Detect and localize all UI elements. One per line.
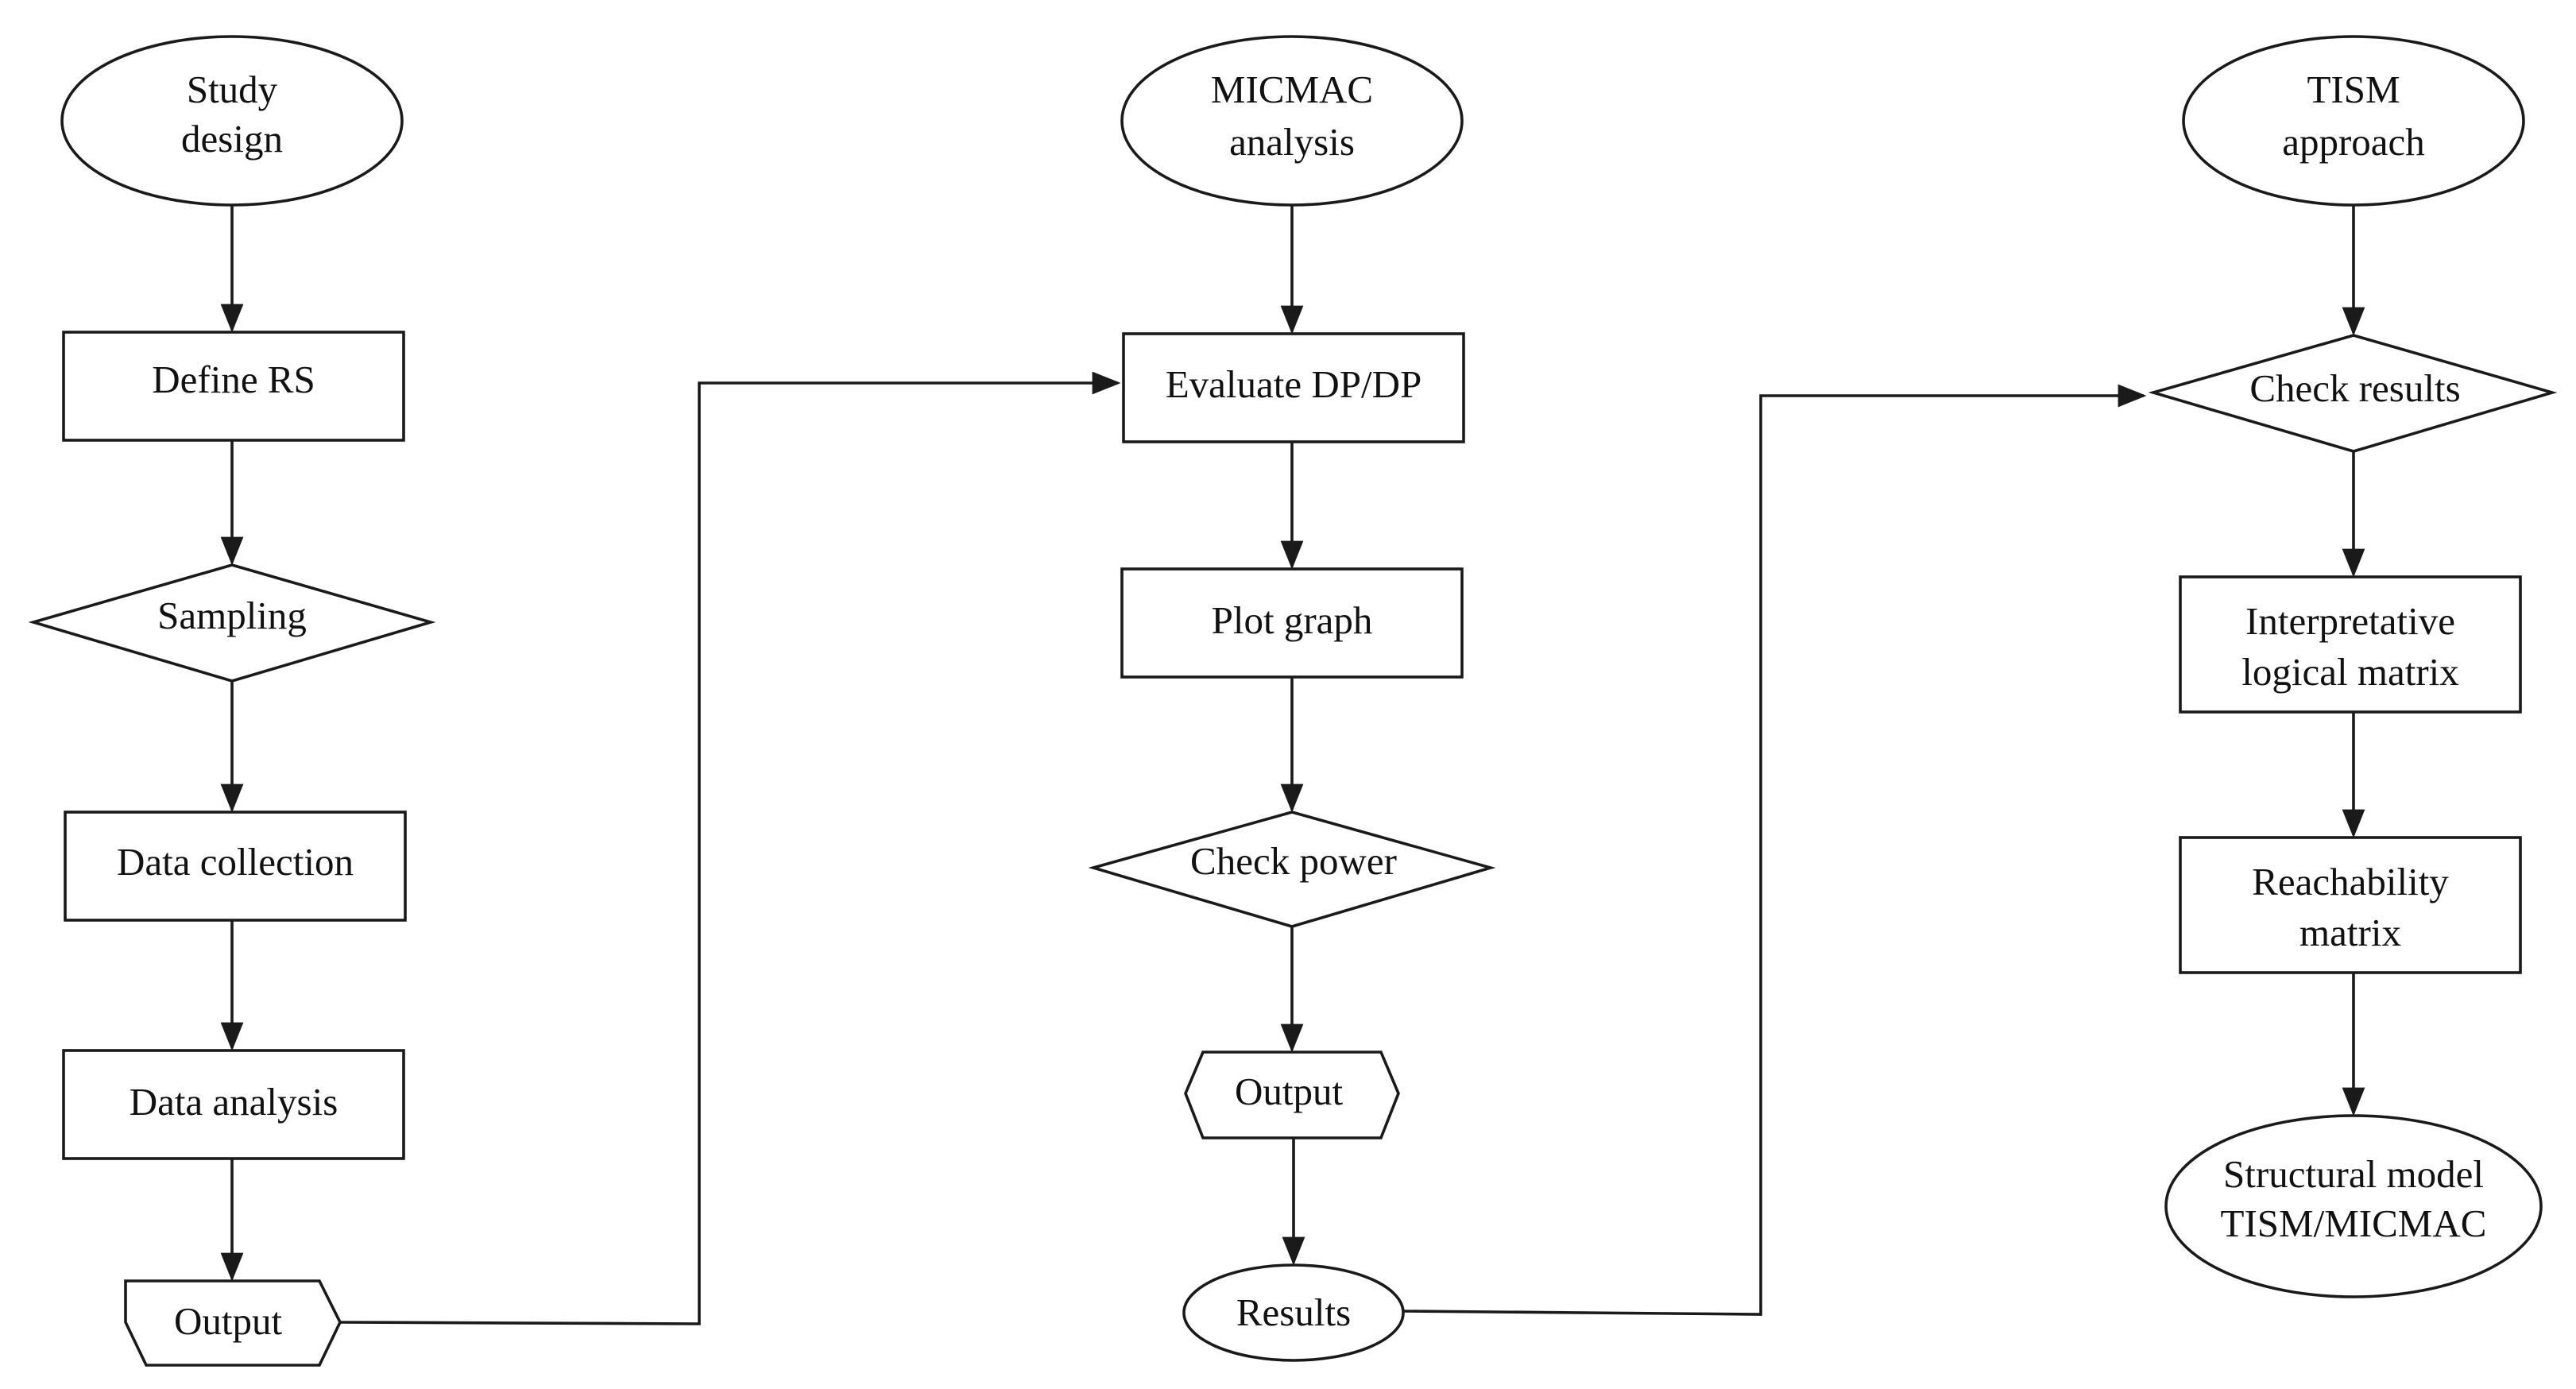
node-label: Sampling <box>157 594 307 637</box>
node-label-line2: approach <box>2282 120 2425 164</box>
process-box <box>2179 836 2522 974</box>
node-label: Results <box>1236 1290 1351 1334</box>
decision-diamond <box>1088 811 1496 928</box>
node-label-line1: TISM <box>2307 68 2400 111</box>
node-tism-approach: TISM approach <box>2182 35 2525 207</box>
node-label-line2: matrix <box>2299 911 2401 954</box>
node-check-results: Check results <box>2148 334 2558 453</box>
node-data-analysis: Data analysis <box>62 1049 405 1160</box>
node-check-power: Check power <box>1088 811 1496 928</box>
node-label-line2: analysis <box>1229 120 1355 164</box>
node-reachability-matrix: Reachability matrix <box>2179 836 2522 974</box>
decision-diamond <box>2148 334 2558 453</box>
node-study-design: Study design <box>60 35 404 207</box>
node-label-line2: design <box>181 117 283 161</box>
node-output-2: Output <box>1184 1050 1400 1139</box>
node-structural-model: Structural model TISM/MICMAC <box>2164 1114 2543 1298</box>
arrow-output-to-evaluate <box>339 371 1121 1325</box>
node-label: Output <box>174 1299 283 1343</box>
output-hexagon <box>1184 1050 1400 1139</box>
node-label: Evaluate DP/DP <box>1166 362 1422 406</box>
node-label-line1: Reachability <box>2252 860 2449 903</box>
node-results: Results <box>1182 1263 1405 1362</box>
node-sampling: Sampling <box>28 563 436 683</box>
output-hexagon <box>124 1279 342 1367</box>
process-box <box>2179 575 2522 714</box>
decision-diamond <box>28 563 436 683</box>
node-label-line1: MICMAC <box>1211 68 1373 111</box>
process-box <box>1122 332 1465 443</box>
node-data-collection: Data collection <box>64 811 407 922</box>
process-box <box>62 331 405 442</box>
node-label: Plot graph <box>1212 598 1373 642</box>
node-plot-graph: Plot graph <box>1120 567 1464 679</box>
node-label: Data collection <box>117 840 354 884</box>
process-box <box>1120 567 1464 679</box>
node-define-rs: Define RS <box>62 331 405 442</box>
node-label-line1: Interpretative <box>2245 599 2455 643</box>
node-interpretative-matrix: Interpretative logical matrix <box>2179 575 2522 714</box>
node-label-line1: Structural model <box>2223 1152 2484 1196</box>
node-micmac-analysis: MICMAC analysis <box>1120 35 1464 207</box>
node-label: Check power <box>1190 839 1397 883</box>
node-output-1: Output <box>124 1279 342 1367</box>
node-label-line2: logical matrix <box>2241 650 2459 694</box>
node-label: Check results <box>2249 366 2460 410</box>
node-label-line1: Study <box>187 68 278 111</box>
node-label: Define RS <box>152 358 315 401</box>
node-label-line2: TISM/MICMAC <box>2221 1201 2487 1245</box>
node-label: Data analysis <box>130 1080 338 1124</box>
node-label: Output <box>1235 1070 1344 1113</box>
process-box <box>64 811 407 922</box>
arrow-results-to-check-results <box>1402 384 2147 1316</box>
node-evaluate-dp: Evaluate DP/DP <box>1122 332 1465 443</box>
